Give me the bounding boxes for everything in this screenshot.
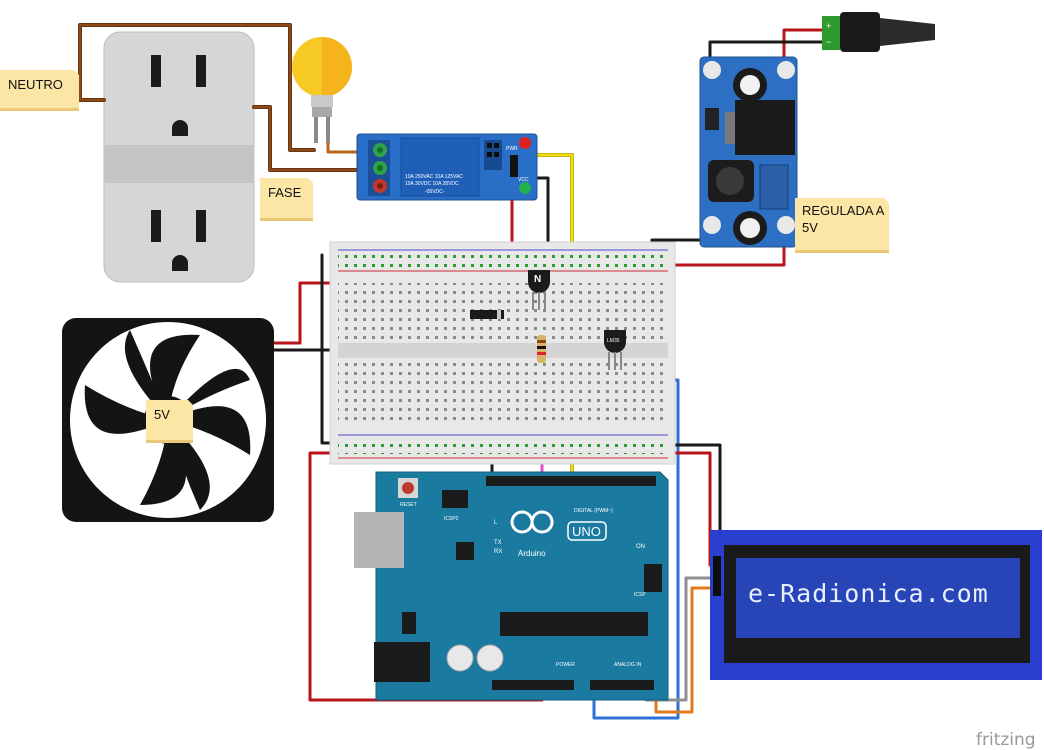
label-fan: 5V	[146, 400, 193, 443]
relay-vcc-label: VCC	[518, 177, 529, 183]
led-tx-label: TX	[494, 540, 502, 546]
label-fase: FASE	[260, 178, 313, 221]
digital-header-label: DIGITAL (PWM~)	[574, 508, 613, 514]
neutro-label: NEUTRO	[8, 77, 63, 92]
label-regulada: REGULADA A 5V	[795, 198, 889, 253]
relay-model-label: -05VDC-	[425, 189, 445, 195]
transistor: N	[528, 270, 550, 310]
light-bulb-icon	[292, 37, 352, 143]
icsp-label: ICSP	[634, 592, 646, 598]
lcd-text: e-Radionica.com	[748, 579, 989, 608]
relay-rating-line2: 10A 30VDC 10A 28VDC	[405, 181, 459, 187]
temperature-sensor: LM35	[604, 330, 626, 370]
lcd-display: e-Radionica.com	[710, 530, 1042, 680]
regulada-label-line1: REGULADA A	[802, 203, 885, 218]
reset-label: RESET	[400, 502, 417, 508]
arduino-uno-board: RESET ICSP2 DIGITAL (PWM~) L TX RX Ardui…	[354, 471, 669, 701]
sensor-label: LM35	[607, 338, 620, 344]
power-header-label: POWER	[556, 662, 575, 668]
relay-module: 10A 250VAC 10A 125VAC 10A 30VDC 10A 28VD…	[356, 133, 538, 201]
breadboard	[329, 241, 676, 465]
fan-label: 5V	[154, 407, 170, 422]
svg-text:+: +	[826, 21, 831, 31]
voltage-regulator-module	[699, 56, 798, 248]
diode	[470, 310, 504, 319]
regulada-label-line2: 5V	[802, 220, 818, 235]
analog-header-label: ANALOG IN	[614, 662, 642, 668]
svg-text:−: −	[826, 37, 831, 47]
on-led-label: ON	[636, 544, 645, 550]
label-neutro: NEUTRO	[0, 70, 79, 111]
arduino-brand-label: Arduino	[518, 549, 546, 558]
fritzing-watermark: fritzing	[976, 730, 1036, 750]
led-rx-label: RX	[494, 549, 502, 555]
fase-label: FASE	[268, 185, 302, 200]
transistor-label: N	[534, 274, 541, 285]
resistor	[537, 335, 546, 363]
dc-jack: + −	[822, 12, 935, 52]
icsp2-label: ICSP2	[444, 516, 459, 522]
arduino-model-label: UNO	[572, 524, 601, 539]
relay-rating-line1: 10A 250VAC 10A 125VAC	[405, 174, 463, 180]
relay-pwr-label: PWR	[506, 146, 518, 152]
led-l-label: L	[494, 520, 498, 526]
wall-outlet	[103, 31, 255, 283]
